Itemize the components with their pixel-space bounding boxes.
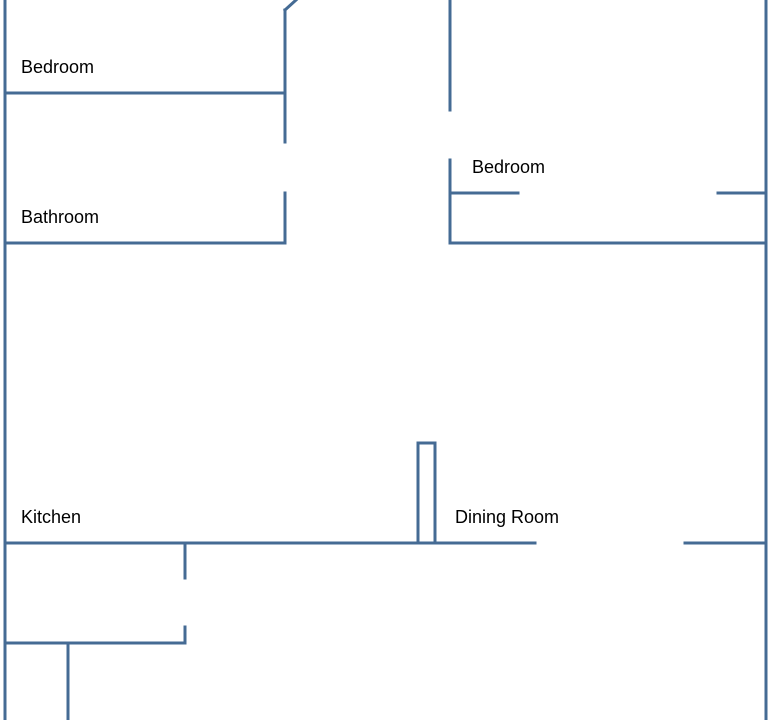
room-label-bedroom: Bedroom [21, 57, 95, 77]
column [416, 441, 437, 545]
room-label-bathroom: Bathroom [21, 207, 100, 227]
room-label-bedroom-2: Bedroom [472, 157, 546, 177]
wall-hallway-diagonal [282, 0, 299, 13]
walls [3, 0, 768, 720]
room-label-dining-room: Dining Room [455, 507, 560, 527]
room-label-kitchen: Kitchen [21, 507, 82, 527]
